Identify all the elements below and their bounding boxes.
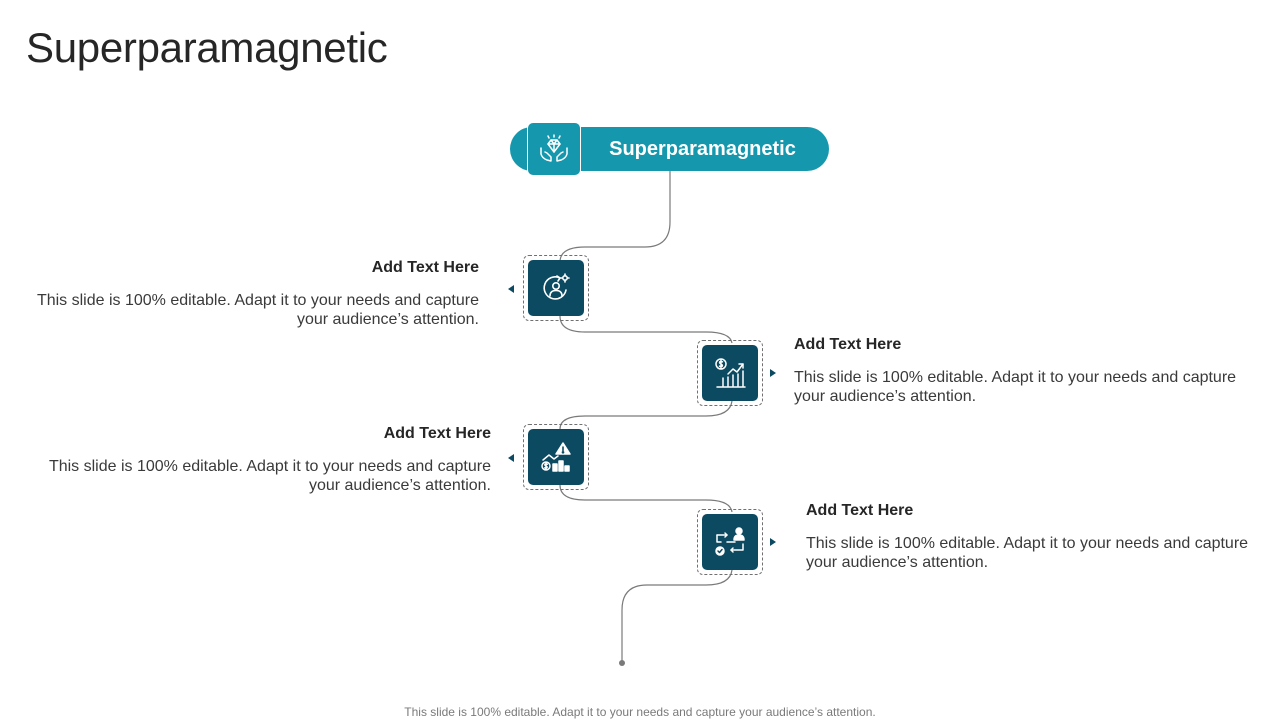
step3-description: This slide is 100% editable. Adapt it to… — [48, 458, 491, 494]
step1-description: This slide is 100% editable. Adapt it to… — [36, 292, 479, 328]
page-title: Superparamagnetic — [26, 24, 388, 71]
step2-description: This slide is 100% editable. Adapt it to… — [794, 369, 1237, 405]
risk-warning-chart-icon — [541, 442, 571, 472]
step4-heading: Add Text Here — [806, 502, 914, 519]
diamond-in-hands-icon — [540, 134, 568, 162]
footer-note: This slide is 100% editable. Adapt it to… — [404, 705, 876, 719]
step3-pointer-arrow — [508, 454, 514, 462]
step2-heading: Add Text Here — [794, 336, 902, 353]
step1-icon-frame — [523, 255, 589, 321]
step2-icon-frame — [697, 340, 763, 406]
user-process-flow-icon — [715, 527, 745, 556]
step2-pointer-arrow — [770, 369, 776, 377]
header-pill-label: Superparamagnetic — [609, 138, 796, 160]
step4-pointer-arrow — [770, 538, 776, 546]
step4-icon-frame — [697, 509, 763, 575]
dollar-growth-chart-icon — [715, 358, 746, 388]
step1-heading: Add Text Here — [371, 259, 479, 276]
connector-end-dot — [619, 660, 625, 666]
step4-description: This slide is 100% editable. Adapt it to… — [806, 535, 1249, 571]
connector-step4-to-end — [621, 569, 733, 662]
connector-pill-to-step1 — [559, 171, 671, 263]
user-gear-cycle-icon — [543, 273, 570, 300]
step1-icon-box — [528, 260, 584, 316]
step3-icon-box — [528, 429, 584, 485]
step2-icon-box — [702, 345, 758, 401]
step3-icon-frame — [523, 424, 589, 490]
step4-icon-box — [702, 514, 758, 570]
header-pill-icon-box — [527, 122, 581, 176]
step1-pointer-arrow — [508, 285, 514, 293]
step3-heading: Add Text Here — [383, 425, 491, 442]
